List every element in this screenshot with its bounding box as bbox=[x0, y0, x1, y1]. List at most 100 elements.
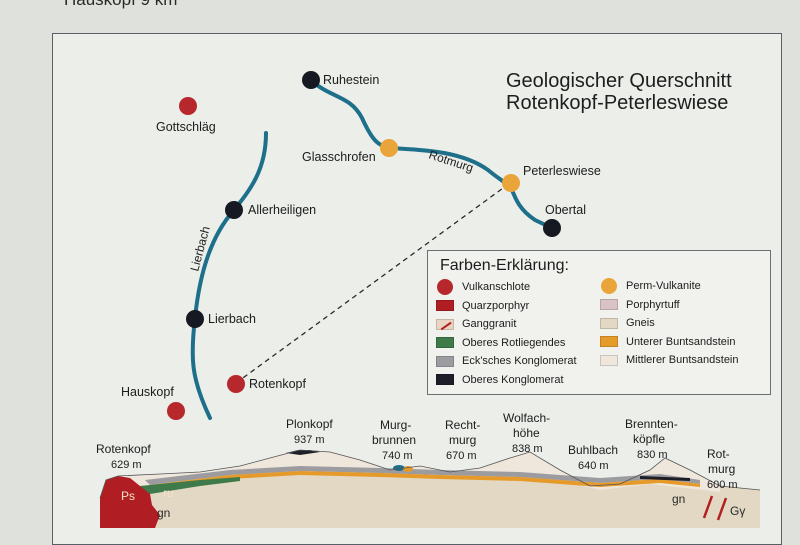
legend-label: Gneis bbox=[626, 317, 655, 330]
legend-title: Farben-Erklärung: bbox=[440, 257, 569, 274]
peak-name: Buhlbach bbox=[568, 443, 618, 457]
peak-name-line-1: Wolfach- bbox=[503, 411, 550, 425]
allerheiligen-label: Allerheiligen bbox=[248, 203, 316, 217]
legend-item: Porphyrtuff bbox=[600, 296, 739, 315]
ganggranit-dike-1 bbox=[702, 495, 714, 519]
legend-item: Vulkanschlote bbox=[436, 278, 577, 297]
obertal-label: Obertal bbox=[545, 203, 586, 217]
legend-swatch bbox=[436, 374, 454, 386]
legend-swatch bbox=[600, 354, 618, 366]
legend-item: Unterer Buntsandstein bbox=[600, 333, 739, 352]
rotenkopf-place-marker bbox=[227, 375, 245, 393]
peak-elevation: 830 m bbox=[637, 449, 668, 461]
top-caption: Hauskopf 9 km bbox=[64, 0, 177, 10]
hauskopf-marker bbox=[167, 402, 185, 420]
peak-rotenkopf: Rotenkopf 629 m bbox=[96, 442, 151, 471]
quarzporphyr-body bbox=[100, 476, 160, 528]
lierbach-river bbox=[190, 131, 268, 420]
peak-name-line-2: höhe bbox=[513, 426, 540, 440]
legend-item: Gneis bbox=[600, 314, 739, 333]
peak-name-line-2: köpfle bbox=[633, 432, 665, 446]
legend-swatch bbox=[600, 317, 618, 329]
legend-swatch bbox=[601, 278, 617, 295]
legend-swatch bbox=[600, 299, 618, 311]
peak-elevation: 740 m bbox=[382, 450, 413, 462]
legend-item: Eck'sches Konglomerat bbox=[436, 352, 577, 371]
legend-label: Oberes Rotliegendes bbox=[462, 336, 566, 349]
legend-swatch bbox=[436, 355, 454, 367]
ganggranit-dike-2 bbox=[716, 497, 728, 521]
legend-item: Quarzporphyr bbox=[436, 297, 577, 316]
ru-rock-label: ru bbox=[163, 486, 174, 500]
peak-buhlbach: Buhlbach 640 m bbox=[568, 443, 618, 472]
legend-label: Vulkanschlote bbox=[462, 281, 531, 294]
rotliegendes-layer bbox=[140, 477, 240, 500]
title-line-2: Rotenkopf-Peterleswiese bbox=[506, 92, 728, 114]
legend-label: Perm-Vulkanite bbox=[626, 280, 701, 293]
legend-label: Quarzporphyr bbox=[462, 299, 530, 312]
peak-name-line-2: brunnen bbox=[372, 433, 416, 447]
peak-plonkopf: Plonkopf 937 m bbox=[286, 417, 333, 446]
allerheiligen-marker bbox=[225, 201, 243, 219]
peak-brenntenkoepfle: Brennten- köpfle 830 m bbox=[625, 417, 678, 461]
title-line-1: Geologischer Querschnitt bbox=[506, 70, 732, 92]
konglomerat-band bbox=[145, 466, 700, 485]
peterleswiese-label: Peterleswiese bbox=[523, 164, 601, 178]
peak-name-line-1: Murg- bbox=[380, 418, 411, 432]
legend-swatch bbox=[600, 336, 618, 348]
lierbach-place-label: Lierbach bbox=[208, 312, 256, 326]
legend-swatch bbox=[437, 279, 453, 296]
legend-swatch bbox=[436, 318, 454, 330]
legend-swatch bbox=[436, 300, 454, 312]
cross-section bbox=[99, 449, 761, 528]
peak-murgbrunnen: Murg- brunnen 740 m bbox=[372, 418, 416, 462]
section-line bbox=[235, 182, 511, 384]
rotenkopf-place-label: Rotenkopf bbox=[249, 377, 307, 391]
ruhestein-label: Ruhestein bbox=[323, 73, 379, 87]
buntsandstein-band bbox=[150, 471, 700, 489]
legend-item: Ganggranit bbox=[436, 315, 577, 334]
legend-label: Mittlerer Buntsandstein bbox=[626, 354, 739, 367]
peak-elevation: 640 m bbox=[578, 460, 609, 472]
peak-elevation: 670 m bbox=[446, 450, 477, 462]
legend-item: Oberes Rotliegendes bbox=[436, 334, 577, 353]
g-gamma-rock-label: Gγ bbox=[730, 504, 745, 518]
peak-rechtmurg: Recht- murg 670 m bbox=[445, 418, 480, 462]
glasschrofen-label: Glasschrofen bbox=[302, 150, 376, 164]
obertal-marker bbox=[543, 219, 561, 237]
gottschlaeg-label: Gottschläg bbox=[156, 120, 216, 134]
peak-rotmurg: Rot- murg 600 m bbox=[707, 447, 738, 491]
legend-label: Unterer Buntsandstein bbox=[626, 335, 736, 348]
peak-name-line-2: murg bbox=[449, 433, 476, 447]
glasschrofen-marker bbox=[380, 139, 398, 157]
peak-name: Rotenkopf bbox=[96, 442, 151, 456]
gn-left-rock-label: gn bbox=[157, 506, 170, 520]
peak-name-line-1: Recht- bbox=[445, 418, 480, 432]
ruhestein-marker bbox=[302, 71, 320, 89]
hauskopf-label: Hauskopf bbox=[121, 385, 174, 399]
peak-elevation: 600 m bbox=[707, 479, 738, 491]
peak-name: Plonkopf bbox=[286, 417, 333, 431]
legend-label: Oberes Konglomerat bbox=[462, 373, 564, 386]
terrain-outline bbox=[99, 449, 761, 499]
legend-label: Porphyrtuff bbox=[626, 298, 680, 311]
gottschlaeg-marker bbox=[179, 97, 197, 115]
peak-elevation: 629 m bbox=[111, 459, 142, 471]
legend-swatch bbox=[436, 337, 454, 349]
rotmurg-river-label: Rotmurg bbox=[427, 148, 475, 176]
legend-item: Oberes Konglomerat bbox=[436, 371, 577, 390]
rotmurg-river bbox=[309, 78, 554, 230]
legend-item: Mittlerer Buntsandstein bbox=[600, 351, 739, 370]
legend-label: Eck'sches Konglomerat bbox=[462, 355, 577, 368]
peak-name-line-1: Rot- bbox=[707, 447, 730, 461]
legend-item: Perm-Vulkanite bbox=[600, 277, 739, 296]
ps-rock-label: Ps bbox=[121, 489, 135, 503]
gn-right-rock-label: gn bbox=[672, 492, 685, 506]
lierbach-place-marker bbox=[186, 310, 204, 328]
peak-name-line-2: murg bbox=[708, 462, 735, 476]
peak-name-line-1: Brennten- bbox=[625, 417, 678, 431]
peak-wolfachhoehe: Wolfach- höhe 838 m bbox=[503, 411, 550, 455]
